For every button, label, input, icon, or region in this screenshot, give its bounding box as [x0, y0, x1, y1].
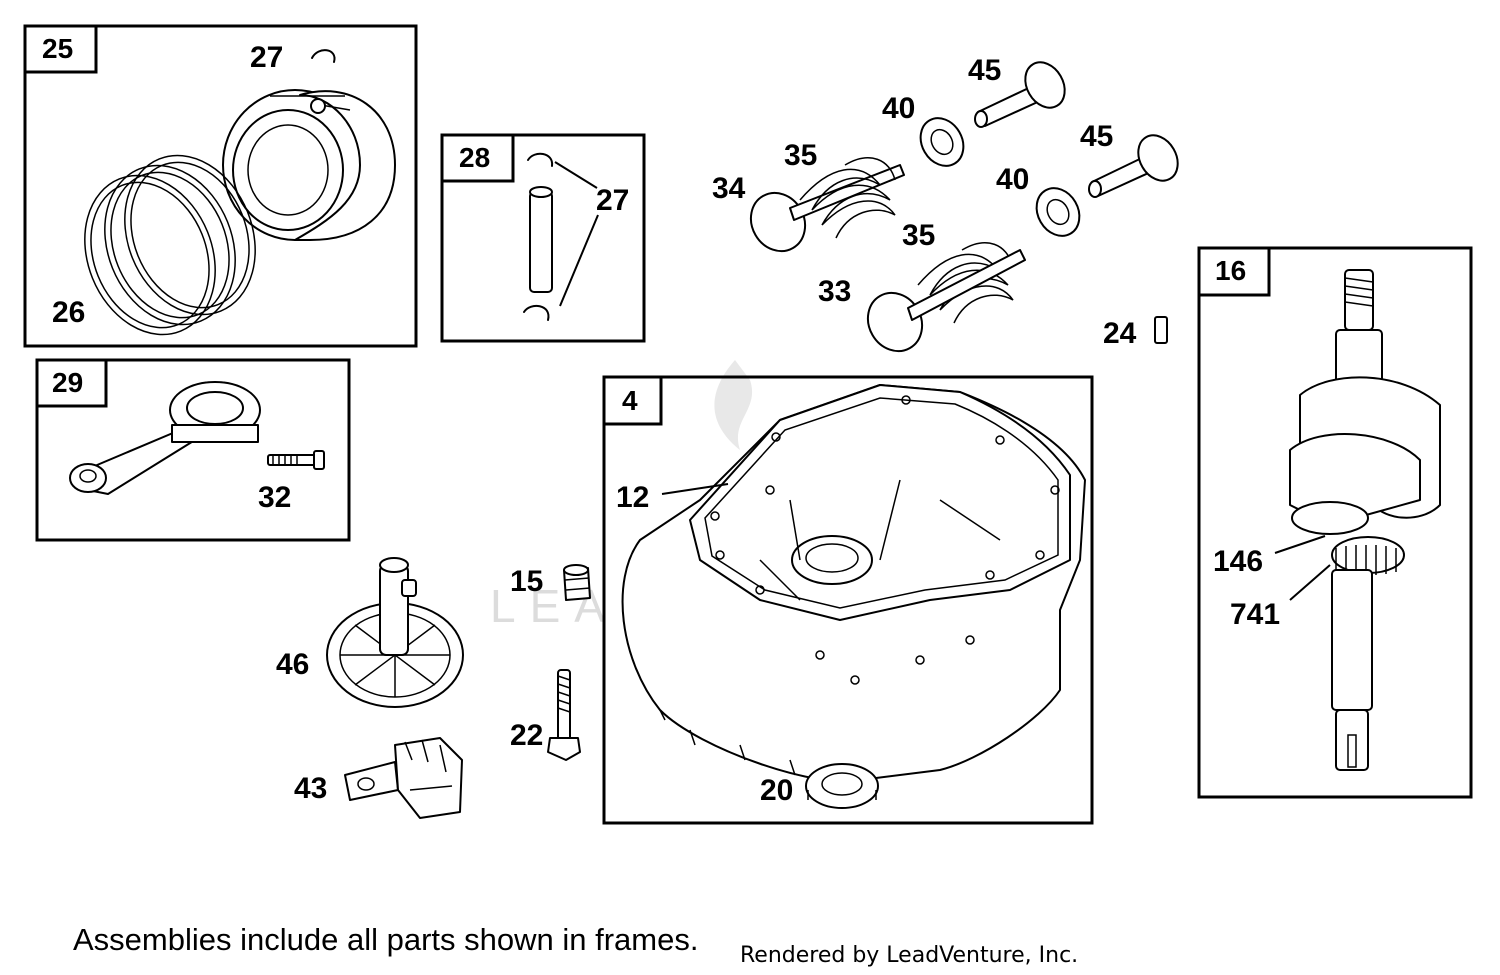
frame-piston-border [23, 24, 418, 348]
frame-pin-tag-box [440, 133, 515, 183]
frame-crankcase-tag: 4 [622, 385, 638, 416]
leader-27-pin-clips [554, 161, 599, 307]
frame-crankshaft-border [1197, 246, 1473, 799]
frame-crankcase-border [602, 375, 1094, 825]
frame-piston-tag: 25 [42, 33, 73, 64]
oil-seal-part[interactable] [805, 763, 879, 809]
footnote-text: Assemblies include all parts shown in fr… [73, 922, 698, 957]
frame-crankcase-tag-box [602, 375, 663, 426]
frame-pin-border [440, 133, 646, 343]
callout-146: 146 [1213, 545, 1263, 578]
tappet-2-part[interactable] [1088, 128, 1186, 198]
rod-screw-part[interactable] [267, 450, 325, 470]
callout-33-intake-valve: 33 [818, 275, 851, 308]
callout-46-cam-gear: 46 [276, 648, 309, 681]
frame-piston-assembly[interactable]: 25 [23, 24, 418, 348]
crankcase-part[interactable] [621, 384, 1086, 783]
frame-piston-tag-box [23, 24, 98, 74]
callout-40-retainer-1: 40 [882, 92, 915, 125]
credit-text: Rendered by LeadVenture, Inc. [740, 943, 1078, 968]
exhaust-valve-part[interactable] [740, 164, 905, 261]
callout-43-governor: 43 [294, 772, 327, 805]
callout-32-rod-screw: 32 [258, 481, 291, 514]
callout-741: 741 [1230, 598, 1280, 631]
frame-rod-border [35, 358, 351, 542]
tappet-1-part[interactable] [974, 55, 1073, 128]
piston-pin-part[interactable] [523, 152, 554, 321]
frame-rod-tag: 29 [52, 367, 83, 398]
bolt-part[interactable] [547, 669, 581, 761]
callout-35-spring-1: 35 [784, 139, 817, 172]
frame-crankshaft-assembly[interactable]: 16 [1197, 246, 1473, 799]
callout-26-rings: 26 [52, 296, 85, 329]
frame-rod-tag-box [35, 358, 108, 408]
piston-clip-part[interactable] [311, 49, 336, 63]
callout-12-gasket: 12 [616, 481, 649, 514]
camshaft-gear-part[interactable] [326, 557, 464, 708]
frame-crankcase-assembly[interactable]: 4 [602, 375, 1094, 825]
frame-pin-assembly[interactable]: 28 [440, 133, 646, 343]
valve-retainer-2-part[interactable] [1028, 180, 1088, 243]
frame-crankshaft-tag: 16 [1215, 255, 1246, 286]
callout-45-tappet-2: 45 [1080, 120, 1113, 153]
governor-part[interactable] [344, 737, 463, 819]
plug-part[interactable] [563, 564, 591, 601]
key-part[interactable] [1154, 316, 1168, 344]
callout-35-spring-2: 35 [902, 219, 935, 252]
valve-retainer-1-part[interactable] [912, 110, 972, 173]
watermark-flame-icon [714, 360, 753, 450]
crankshaft-part[interactable] [1289, 269, 1441, 771]
callout-27-pin-clips: 27 [596, 184, 629, 217]
piston-rings-part[interactable] [62, 136, 278, 355]
callout-45-tappet-1: 45 [968, 54, 1001, 87]
piston-part[interactable] [222, 89, 396, 241]
frame-crankshaft-tag-box [1197, 246, 1271, 297]
callout-27-piston-clip: 27 [250, 41, 283, 74]
leader-146-741 [1274, 535, 1331, 601]
callout-15-plug: 15 [510, 565, 543, 598]
frame-rod-assembly[interactable]: 29 [35, 358, 351, 542]
frame-pin-tag: 28 [459, 142, 490, 173]
connecting-rod-part[interactable] [69, 381, 261, 495]
callout-20-seal: 20 [760, 774, 793, 807]
valve-spring-1-part[interactable] [799, 157, 896, 239]
callout-24-key: 24 [1103, 317, 1137, 350]
callout-34-exhaust-valve: 34 [712, 172, 746, 205]
intake-valve-part[interactable] [857, 249, 1026, 361]
leader-12-gasket [661, 483, 729, 495]
callout-40-retainer-2: 40 [996, 163, 1029, 196]
callout-22-bolt: 22 [510, 719, 543, 752]
